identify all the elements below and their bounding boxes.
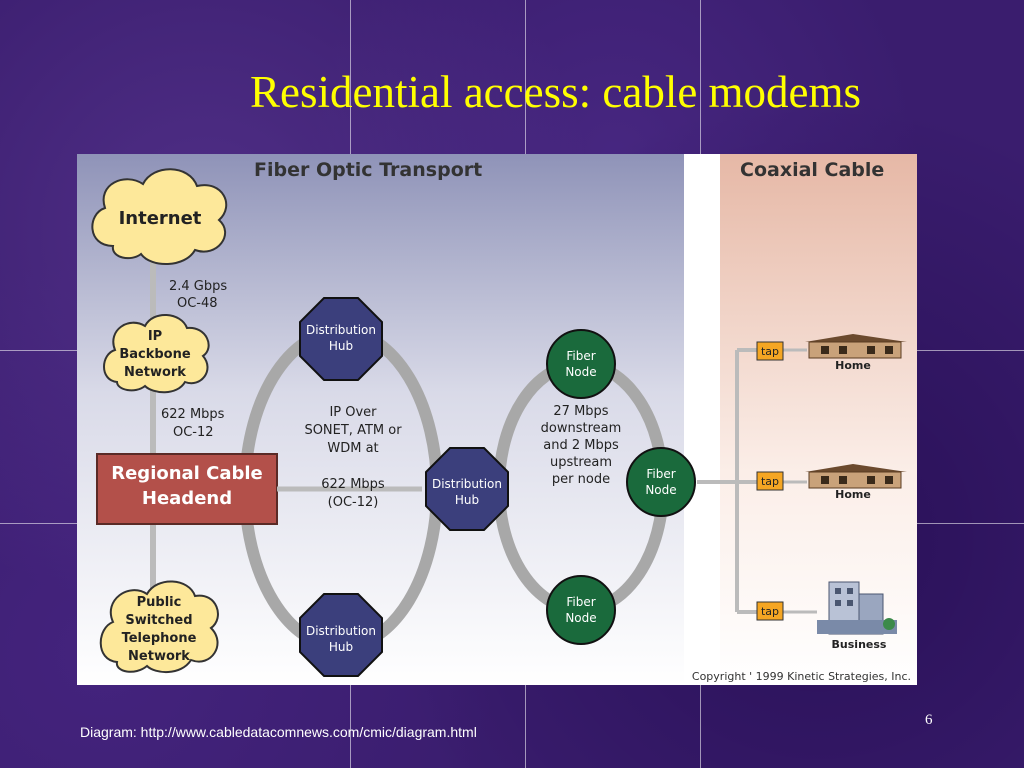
- hub-label-line: Hub: [455, 493, 479, 507]
- svg-text:SONET, ATM or: SONET, ATM or: [304, 423, 402, 438]
- pstn-label-line: Public: [137, 595, 182, 610]
- business-label: Business: [832, 638, 887, 651]
- distribution-hub-middle: Distribution Hub: [425, 447, 509, 531]
- copyright-notice: Copyright ' 1999 Kinetic Strategies, Inc…: [692, 670, 911, 683]
- link-speed-label: 622 Mbps: [161, 407, 225, 422]
- node-label-line: Node: [565, 365, 596, 379]
- node-label-line: Node: [645, 483, 676, 497]
- tap-box: tap: [756, 601, 784, 621]
- svg-text:tap: tap: [761, 345, 779, 358]
- hub-label-line: Hub: [329, 339, 353, 353]
- tap-box: tap: [756, 341, 784, 361]
- ip-backbone-cloud: IP Backbone Network: [103, 314, 210, 394]
- home-label: Home: [835, 359, 871, 372]
- hub-label-line: Distribution: [306, 624, 376, 638]
- fiber-node-right: Fiber Node: [626, 447, 696, 517]
- fiber-node-top: Fiber Node: [546, 329, 616, 399]
- distribution-hub-top: Distribution Hub: [299, 297, 383, 381]
- source-footer: Diagram: http://www.cabledatacomnews.com…: [80, 724, 477, 740]
- internet-cloud: Internet: [91, 168, 228, 266]
- node-label-line: Fiber: [646, 467, 675, 481]
- headend-label-line: Regional Cable: [111, 463, 263, 484]
- link-speed-label: 2.4 Gbps: [169, 279, 227, 294]
- pstn-label-line: Telephone: [122, 631, 197, 646]
- regional-cable-headend: Regional Cable Headend: [96, 453, 278, 525]
- svg-text:27 Mbps: 27 Mbps: [553, 404, 608, 419]
- hub-label-line: Hub: [329, 640, 353, 654]
- svg-text:tap: tap: [761, 605, 779, 618]
- headend-label-line: Headend: [142, 488, 232, 509]
- pstn-label-line: Switched: [125, 613, 192, 628]
- node-label-line: Node: [565, 611, 596, 625]
- svg-text:622 Mbps: 622 Mbps: [321, 477, 385, 492]
- pstn-label-line: Network: [128, 649, 190, 664]
- fiber-node-bottom: Fiber Node: [546, 575, 616, 645]
- slide-number: 6: [925, 712, 933, 728]
- coax-section-background: [720, 154, 917, 685]
- node-bandwidth-description: 27 Mbps downstream and 2 Mbps upstream p…: [541, 404, 622, 487]
- ring-transport-description: IP Over SONET, ATM or WDM at 622 Mbps (O…: [304, 405, 402, 510]
- node-label-line: Fiber: [566, 595, 595, 609]
- home-icon: [805, 334, 907, 359]
- coax-section-label: Coaxial Cable: [740, 159, 884, 181]
- svg-text:WDM at: WDM at: [327, 441, 378, 456]
- slide-title: Residential access: cable modems: [250, 67, 862, 117]
- fiber-section-label: Fiber Optic Transport: [254, 159, 482, 181]
- node-label-line: Fiber: [566, 349, 595, 363]
- svg-text:IP Over: IP Over: [329, 405, 377, 420]
- svg-text:tap: tap: [761, 475, 779, 488]
- tap-box: tap: [756, 471, 784, 491]
- svg-text:(OC-12): (OC-12): [328, 495, 379, 510]
- pstn-cloud: Public Switched Telephone Network: [99, 580, 219, 673]
- svg-text:upstream: upstream: [550, 455, 612, 470]
- backbone-label-line: Backbone: [119, 347, 191, 362]
- home-icon: [805, 464, 907, 489]
- internet-label: Internet: [119, 208, 202, 229]
- hub-label-line: Distribution: [432, 477, 502, 491]
- hub-label-line: Distribution: [306, 323, 376, 337]
- link-type-label: OC-48: [177, 296, 218, 311]
- backbone-label-line: IP: [148, 329, 162, 344]
- link-type-label: OC-12: [173, 425, 214, 440]
- home-label: Home: [835, 488, 871, 501]
- svg-text:and 2 Mbps: and 2 Mbps: [543, 438, 619, 453]
- distribution-hub-bottom: Distribution Hub: [299, 593, 383, 677]
- network-diagram: Fiber Optic Transport Coaxial Cable Inte…: [77, 154, 917, 685]
- business-building-icon: [817, 581, 897, 635]
- backbone-label-line: Network: [124, 365, 186, 380]
- svg-text:per node: per node: [552, 472, 610, 487]
- svg-text:downstream: downstream: [541, 421, 622, 436]
